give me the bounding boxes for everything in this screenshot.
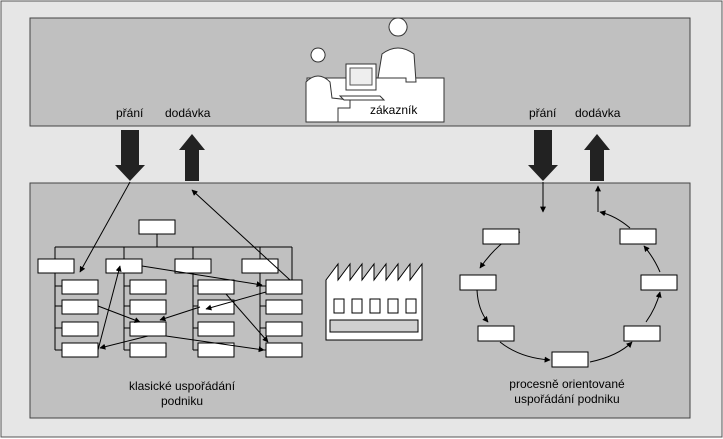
org-dept-box (174, 258, 212, 274)
customer-label: zákazník (370, 103, 418, 117)
flow-arrow (141, 265, 263, 288)
process-arrow (599, 210, 631, 229)
classic-flow-arrows (79, 181, 291, 353)
left-delivery-arrow (179, 134, 205, 181)
factory-window (369, 298, 381, 314)
process-arrow (645, 291, 662, 323)
org-unit-box (61, 321, 99, 337)
classic-org-chart (54, 234, 293, 351)
process-arrow (499, 341, 551, 363)
org-unit-box (61, 279, 99, 295)
flow-arrow (165, 335, 265, 353)
flow-arrow (191, 189, 291, 281)
process-step-box (459, 274, 497, 291)
factory-base-strip (329, 319, 419, 333)
keyboard-icon (338, 95, 386, 101)
process-step-box (477, 325, 515, 342)
org-dept-box (241, 258, 279, 274)
customer-illustration: zákazník (305, 17, 445, 123)
org-unit-box (265, 299, 303, 315)
org-unit-box (265, 342, 303, 358)
process-step-box (640, 274, 678, 291)
flow-arrow (97, 305, 141, 323)
right-request-label: přání (529, 106, 557, 120)
org-unit-box (265, 279, 303, 295)
factory-window (333, 298, 345, 314)
process-step-box (619, 228, 657, 245)
org-dept-box (105, 258, 143, 274)
org-unit-box (129, 299, 167, 315)
process-arrow (589, 341, 633, 363)
left-request-label: přání (116, 106, 144, 120)
right-request-arrow (528, 130, 558, 181)
classic-caption-line1: klasické uspořádání (129, 379, 236, 393)
seated-person-head-icon (310, 47, 326, 63)
org-unit-box (129, 321, 167, 337)
process-caption-line2: uspořádání podniku (514, 392, 619, 406)
factory-icon (325, 262, 423, 341)
org-unit-box (265, 321, 303, 337)
seated-person-icon (305, 75, 351, 123)
process-step-box (623, 325, 661, 342)
flow-arrow (97, 265, 122, 351)
factory-window (405, 298, 417, 314)
org-unit-box (61, 342, 99, 358)
org-dept-box (37, 258, 75, 274)
standing-person-icon (377, 47, 417, 83)
factory-window (387, 298, 399, 314)
org-unit-box (197, 279, 235, 295)
standing-person-head-icon (388, 17, 408, 37)
process-step-box (551, 351, 589, 368)
process-arrow (476, 289, 489, 323)
right-delivery-arrow (584, 134, 610, 181)
right-delivery-label: dodávka (575, 106, 621, 120)
org-unit-box (129, 279, 167, 295)
flow-arrow (205, 291, 267, 311)
process-step-box (482, 228, 520, 245)
process-caption-line1: procesně orientované (509, 377, 625, 391)
process-arrow (643, 245, 661, 273)
flow-arrow (159, 306, 201, 322)
flow-arrow (225, 293, 269, 343)
left-delivery-label: dodávka (165, 106, 211, 120)
org-unit-box (61, 299, 99, 315)
flow-arrow (79, 181, 131, 273)
org-top-box (138, 219, 176, 235)
classic-caption-line2: podniku (161, 394, 203, 408)
process-cycle-boxes (459, 228, 678, 368)
monitor-screen (349, 67, 373, 86)
flow-arrow (99, 335, 149, 350)
org-unit-box (129, 342, 167, 358)
left-request-arrow (115, 130, 145, 181)
org-unit-box (197, 321, 235, 337)
factory-window (351, 298, 363, 314)
